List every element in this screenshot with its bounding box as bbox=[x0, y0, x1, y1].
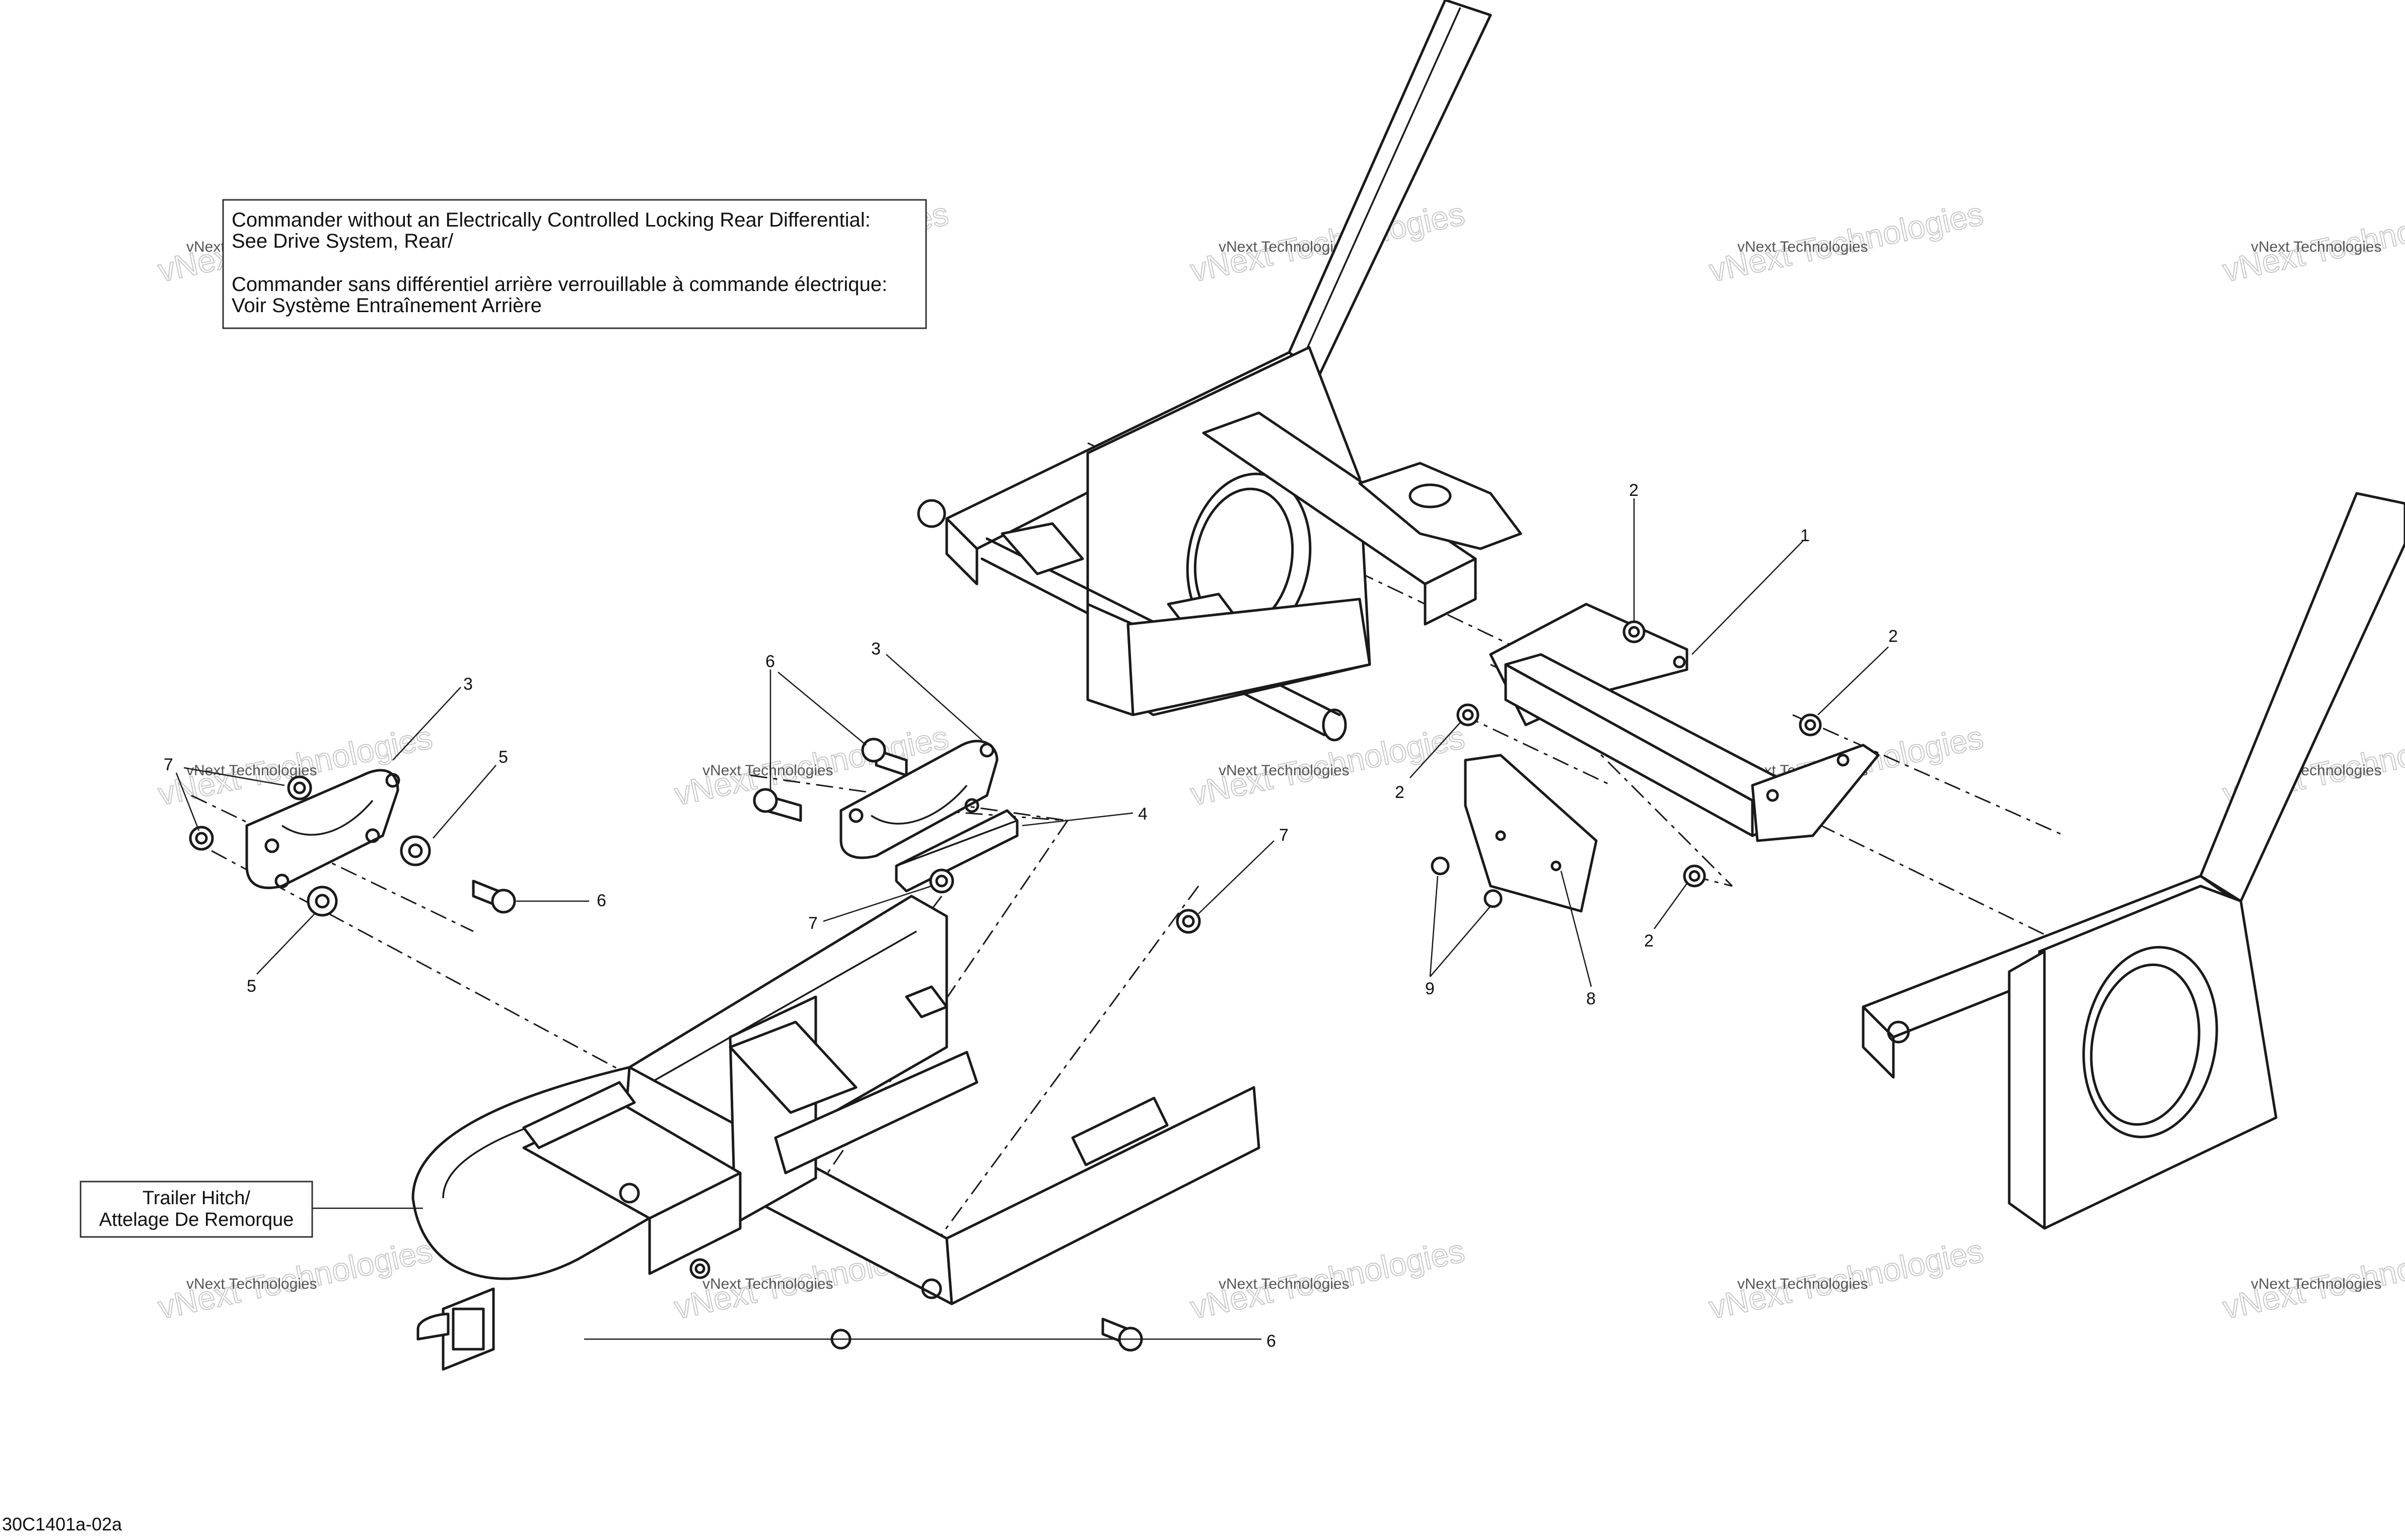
right-side-frame bbox=[1862, 492, 2405, 1230]
nut bbox=[1176, 909, 1201, 934]
nut bbox=[1622, 620, 1646, 643]
svg-text:vNext Technologies: vNext Technologies bbox=[1219, 1276, 1350, 1292]
watermark: vNext Technologies vNext Technologies bbox=[1706, 195, 1987, 289]
note-line-3: Commander sans différentiel arrière verr… bbox=[232, 273, 887, 296]
watermark: vNext Technologies vNext Technologies bbox=[2219, 195, 2405, 289]
svg-text:vNext Technologies: vNext Technologies bbox=[1737, 1276, 1868, 1292]
screw bbox=[1483, 889, 1503, 908]
trailer-hitch-label: Trailer Hitch/ Attelage De Remorque bbox=[80, 1181, 313, 1238]
callout-7: 7 bbox=[1279, 826, 1289, 845]
nut bbox=[189, 826, 214, 851]
note-line-1: Commander without an Electrically Contro… bbox=[232, 209, 871, 231]
callout-8: 8 bbox=[1586, 989, 1596, 1008]
diagram-code: 30C1401a-02a bbox=[2, 1514, 122, 1534]
callout-2: 2 bbox=[1395, 783, 1404, 802]
hitch-brackets bbox=[245, 740, 1019, 893]
trailer-hitch-label-line-2: Attelage De Remorque bbox=[99, 1209, 294, 1230]
plate-bracket bbox=[1464, 754, 1598, 913]
nut bbox=[1683, 864, 1706, 888]
trailer-hitch-label-line-1: Trailer Hitch/ bbox=[143, 1188, 250, 1209]
screw bbox=[1431, 856, 1450, 875]
note-line-4: Voir Système Entraînement Arrière bbox=[232, 295, 542, 317]
callout-4: 4 bbox=[1138, 804, 1148, 824]
callout-2: 2 bbox=[1644, 931, 1654, 950]
callout-5: 5 bbox=[247, 977, 256, 996]
watermark: vNext Technologies vNext Technologies bbox=[1187, 718, 1468, 813]
callout-9: 9 bbox=[1425, 979, 1435, 998]
callouts: 1 2 2 2 2 3 3 4 5 5 6 6 6 7 7 7 8 9 bbox=[164, 481, 1898, 1351]
watermark: vNext Technologies vNext Technologies bbox=[1187, 1232, 1468, 1327]
leader-lines bbox=[175, 498, 1889, 1340]
watermark: vNext Technologies vNext Technologies bbox=[2219, 1232, 2405, 1327]
svg-text:vNext Technologies: vNext Technologies bbox=[2251, 1276, 2382, 1292]
callout-6: 6 bbox=[1266, 1332, 1276, 1351]
callout-3: 3 bbox=[463, 675, 473, 694]
nut bbox=[287, 775, 312, 800]
watermark: vNext Technologies vNext Technologies bbox=[155, 1232, 436, 1327]
svg-text:vNext Technologies: vNext Technologies bbox=[1219, 239, 1350, 255]
svg-text:vNext Technologies: vNext Technologies bbox=[1737, 239, 1868, 255]
nut bbox=[1799, 713, 1822, 737]
note-line-2: See Drive System, Rear/ bbox=[232, 230, 454, 252]
bolt bbox=[753, 788, 802, 822]
callout-7: 7 bbox=[164, 755, 173, 774]
watermark: vNext Technologies vNext Technologies bbox=[1706, 1232, 1987, 1327]
nut bbox=[1456, 703, 1479, 726]
callout-5: 5 bbox=[499, 748, 508, 767]
callout-1: 1 bbox=[1800, 526, 1810, 545]
spacer bbox=[400, 835, 431, 866]
callout-2: 2 bbox=[1629, 481, 1639, 500]
spacer bbox=[307, 886, 338, 917]
svg-text:vNext Technologies: vNext Technologies bbox=[2251, 239, 2382, 255]
svg-text:vNext Technologies: vNext Technologies bbox=[1219, 762, 1350, 779]
callout-3: 3 bbox=[871, 639, 881, 658]
callout-6: 6 bbox=[765, 652, 775, 671]
fasteners bbox=[189, 620, 1822, 1352]
svg-text:vNext Technologies: vNext Technologies bbox=[186, 1276, 317, 1292]
bolt bbox=[472, 879, 516, 914]
bolt bbox=[861, 738, 908, 777]
svg-text:vNext Technologies: vNext Technologies bbox=[702, 1276, 833, 1292]
nut bbox=[929, 868, 954, 894]
svg-text:vNext Technologies: vNext Technologies bbox=[186, 762, 317, 779]
trailer-hitch bbox=[411, 895, 1260, 1371]
bolt bbox=[1101, 1317, 1143, 1352]
callout-7: 7 bbox=[808, 914, 818, 933]
callout-6: 6 bbox=[597, 891, 606, 910]
svg-text:vNext Technologies: vNext Technologies bbox=[702, 762, 833, 779]
callout-2: 2 bbox=[1888, 627, 1898, 646]
upper-frame-assembly bbox=[917, 0, 1522, 742]
note-box: Commander without an Electrically Contro… bbox=[222, 199, 927, 329]
